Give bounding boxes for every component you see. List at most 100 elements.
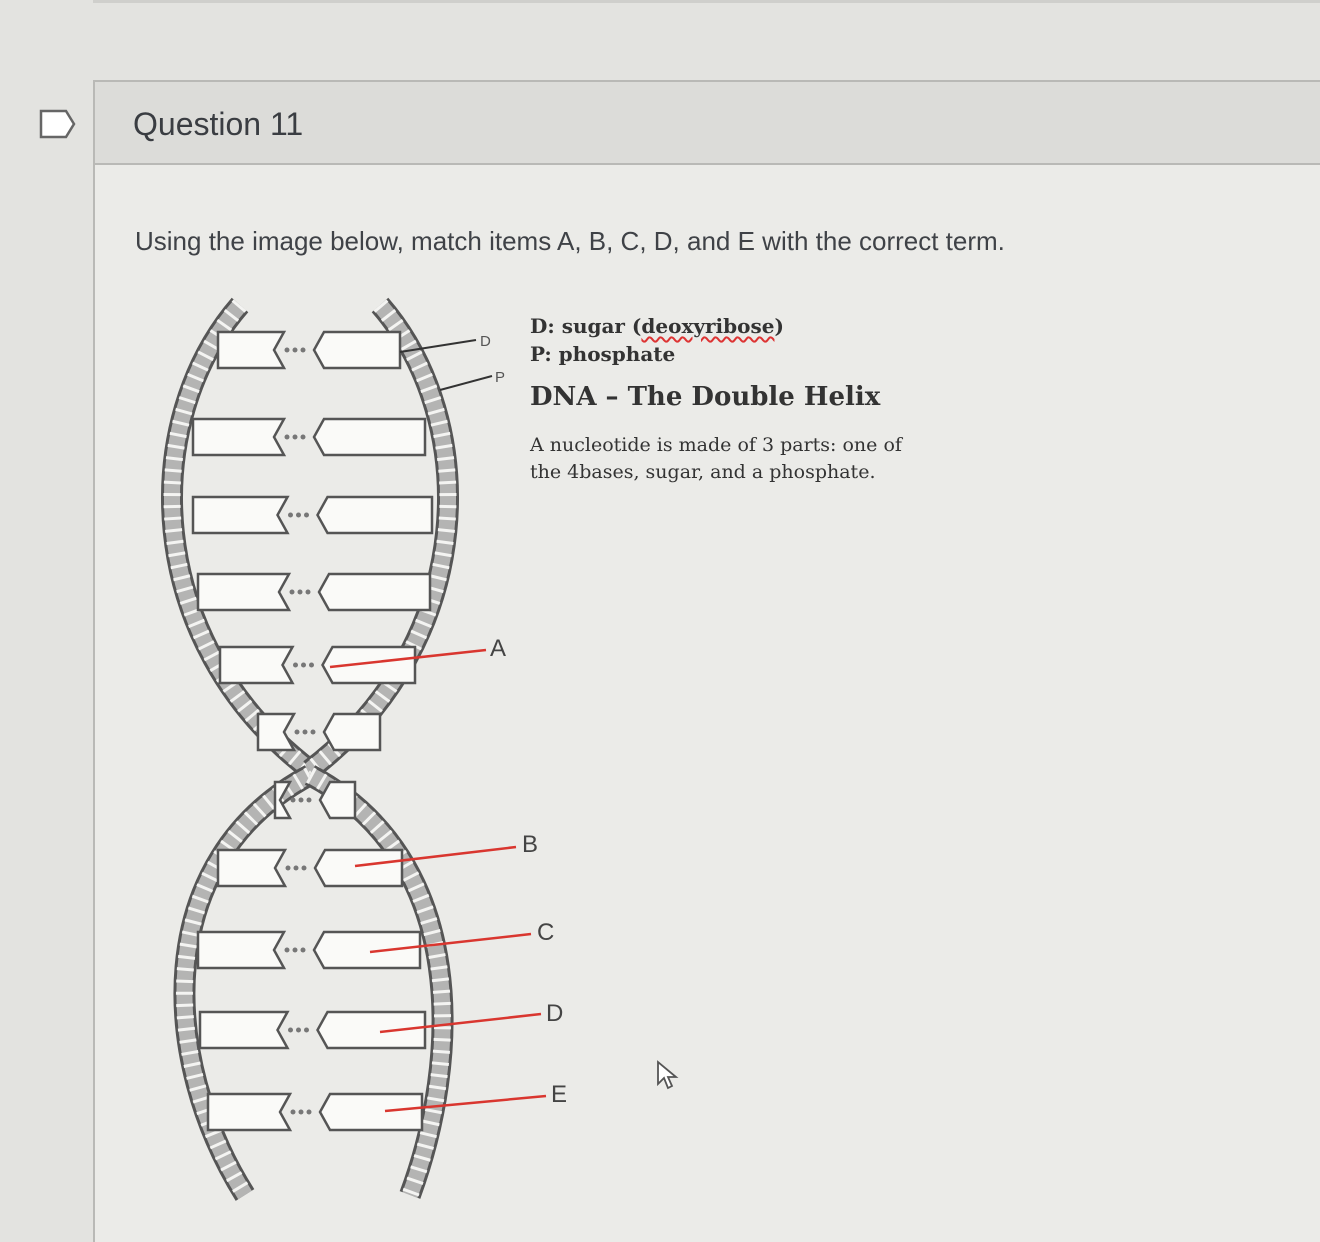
hydrogen-bond-dot xyxy=(296,512,301,518)
hydrogen-bond-dot xyxy=(292,947,298,953)
key-phosphate: P: phosphate xyxy=(530,342,676,366)
base-left xyxy=(216,330,287,370)
pointer-line-c xyxy=(369,932,532,954)
strand-backbone xyxy=(173,765,316,1201)
strand-fill xyxy=(306,767,451,1198)
base-right xyxy=(313,848,404,888)
base-right xyxy=(318,780,357,820)
base-pair xyxy=(273,780,357,820)
key-sugar-prefix: D: sugar ( xyxy=(530,314,642,338)
strand-fill xyxy=(305,299,456,777)
pointer-line-b xyxy=(354,845,517,868)
hydrogen-bond-dot xyxy=(290,1109,296,1115)
pointer-line-e xyxy=(384,1094,547,1113)
hydrogen-bond-dot xyxy=(294,729,300,735)
hydrogen-bond-dot xyxy=(293,662,298,668)
hydrogen-bond-dot xyxy=(290,797,296,803)
label-b: B xyxy=(522,831,538,858)
hydrogen-bond-dot xyxy=(309,662,314,668)
strand-fill xyxy=(164,299,315,777)
question-card: Question 11 Using the image below, match… xyxy=(93,80,1320,1242)
question-header: Question 11 xyxy=(95,82,1320,165)
hydrogen-bond-dot xyxy=(310,729,316,735)
base-left xyxy=(198,1010,290,1050)
strand-fill xyxy=(176,767,314,1200)
base-pair xyxy=(216,848,404,888)
base-pair xyxy=(196,930,422,970)
hydrogen-bond-dot xyxy=(300,434,306,440)
hydrogen-bond-dot xyxy=(297,589,303,595)
hydrogen-bond-dot xyxy=(296,1027,301,1033)
hydrogen-bond-dot xyxy=(288,1027,293,1033)
hydrogen-bond-dot xyxy=(292,347,298,353)
hydrogen-bond-dot xyxy=(298,797,304,803)
base-left xyxy=(218,645,295,685)
hydrogen-bond-dot xyxy=(293,865,299,871)
base-right xyxy=(318,1092,424,1132)
pointer-line-d xyxy=(379,1012,542,1034)
base-left xyxy=(206,1092,293,1132)
base-pair xyxy=(191,495,434,535)
base-pair xyxy=(218,645,417,685)
base-left xyxy=(256,712,297,752)
hydrogen-bond-dot xyxy=(289,589,295,595)
label-c: C xyxy=(537,919,554,946)
hydrogen-bond-dot xyxy=(292,434,298,440)
base-right xyxy=(312,330,402,370)
hydrogen-bond-dot xyxy=(304,1027,309,1033)
diagram-description: A nucleotide is made of 3 parts: one of … xyxy=(530,434,902,483)
base-pair xyxy=(206,1092,424,1132)
hydrogen-bond-dot xyxy=(306,797,312,803)
mouse-cursor-icon xyxy=(657,1060,679,1090)
key-sugar: D: sugar (deoxyribose) xyxy=(530,312,930,340)
flag-icon[interactable] xyxy=(38,108,78,140)
diagram-heading: DNA – The Double Helix xyxy=(530,382,881,412)
base-right xyxy=(316,495,434,535)
question-prompt: Using the image below, match items A, B,… xyxy=(135,226,1005,256)
base-left xyxy=(196,930,287,970)
hydrogen-bond-dot xyxy=(305,589,311,595)
key-sugar-suffix: ) xyxy=(774,314,784,338)
base-right xyxy=(316,1010,427,1050)
hydrogen-bond-dot xyxy=(285,865,291,871)
pointer-line-d-small xyxy=(399,339,477,353)
key-sugar-word: deoxyribose xyxy=(641,314,775,338)
base-pair xyxy=(196,572,432,612)
base-right xyxy=(322,712,382,752)
top-divider xyxy=(93,0,1320,3)
base-right xyxy=(321,645,417,685)
hydrogen-bond-dot xyxy=(298,1109,304,1115)
hydrogen-bond-dot xyxy=(300,347,306,353)
hydrogen-bond-dot xyxy=(284,347,290,353)
label-p-small: P xyxy=(495,369,505,386)
label-a: A xyxy=(490,635,506,662)
base-left xyxy=(196,572,292,612)
hydrogen-bond-dot xyxy=(301,662,306,668)
pointer-line-p-small xyxy=(439,375,493,391)
hydrogen-bond-dot xyxy=(284,434,290,440)
base-left xyxy=(216,848,288,888)
base-right xyxy=(312,417,427,457)
diagram-legend: D: sugar (deoxyribose) P: phosphate DNA … xyxy=(530,312,930,486)
base-pair xyxy=(191,417,427,457)
label-d: D xyxy=(546,1000,563,1027)
base-left xyxy=(273,780,293,820)
hydrogen-bond-dot xyxy=(302,729,308,735)
label-e: E xyxy=(551,1081,567,1108)
base-pair xyxy=(216,330,402,370)
hydrogen-bond-dot xyxy=(300,947,306,953)
base-pair xyxy=(198,1010,427,1050)
label-d-small: D xyxy=(480,333,491,350)
question-title: Question 11 xyxy=(133,106,304,142)
hydrogen-bond-dot xyxy=(284,947,290,953)
base-right xyxy=(317,572,432,612)
hydrogen-bond-dot xyxy=(301,865,307,871)
hydrogen-bond-dot xyxy=(306,1109,312,1115)
hydrogen-bond-dot xyxy=(304,512,309,518)
base-right xyxy=(312,930,422,970)
pointer-line-a xyxy=(329,648,487,669)
base-left xyxy=(191,417,287,457)
base-left xyxy=(191,495,290,535)
base-pair xyxy=(256,712,382,752)
